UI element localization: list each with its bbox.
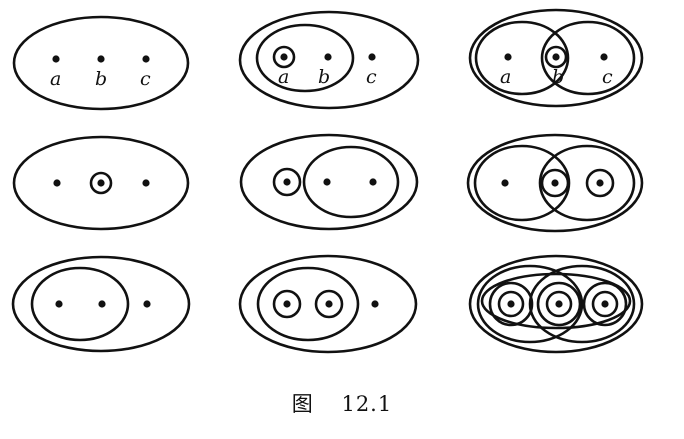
outer-ellipse	[466, 133, 644, 233]
left-ellipse	[476, 264, 584, 344]
point-b	[555, 300, 563, 308]
panel-4	[12, 135, 190, 231]
point-a	[507, 300, 515, 308]
point-b	[324, 53, 332, 61]
point-c	[143, 300, 151, 308]
inner-ellipse	[255, 23, 355, 93]
panel-8	[238, 254, 418, 354]
label-a: a	[500, 66, 511, 88]
small-circle	[272, 167, 302, 197]
point-c	[142, 55, 150, 63]
point-a	[53, 179, 61, 187]
panel-9	[468, 254, 644, 354]
inner-ellipse	[30, 266, 130, 342]
point-c	[600, 53, 608, 61]
mid-circle-a	[488, 281, 534, 327]
outer-ellipse	[468, 254, 644, 354]
point-a	[283, 300, 291, 308]
panel-5	[239, 133, 419, 231]
point-b	[551, 179, 559, 187]
point-c	[369, 178, 377, 186]
small-circle-b	[540, 168, 570, 198]
small-circle-b	[314, 289, 344, 319]
point-c	[596, 179, 604, 187]
label-b: b	[318, 66, 330, 88]
caption-prefix: 图	[291, 392, 314, 416]
point-b	[325, 300, 333, 308]
point-b	[323, 178, 331, 186]
point-a	[55, 300, 63, 308]
panel-6	[466, 133, 644, 233]
point-a	[280, 53, 288, 61]
label-c: c	[366, 66, 377, 88]
outer-ellipse	[238, 254, 418, 354]
point-a	[52, 55, 60, 63]
point-c	[371, 300, 379, 308]
point-c	[601, 300, 609, 308]
right-ellipse	[538, 144, 636, 222]
outer-ellipse	[11, 255, 191, 353]
right-ellipse	[540, 20, 636, 96]
label-c: c	[140, 68, 151, 90]
small-circle-b	[545, 290, 573, 318]
small-circle-a	[272, 289, 302, 319]
outer-ellipse	[12, 135, 190, 231]
mid-circle-c	[582, 281, 628, 327]
inner-ellipse	[256, 266, 360, 342]
panel-2: a b c	[238, 10, 420, 110]
outer-ellipse	[238, 10, 420, 110]
outer-ellipse	[239, 133, 419, 231]
point-b	[552, 53, 560, 61]
panel-3: a b c	[468, 8, 644, 108]
small-circle	[272, 45, 296, 69]
point-b	[98, 300, 106, 308]
point-a	[504, 53, 512, 61]
mid-circle-b	[536, 281, 582, 327]
small-circle	[89, 171, 113, 195]
outer-ellipse	[12, 15, 190, 111]
point-a	[501, 179, 509, 187]
figure-caption: 图 12.1	[0, 388, 684, 418]
point-c	[142, 179, 150, 187]
label-b: b	[552, 66, 564, 88]
label-a: a	[50, 68, 61, 90]
left-ellipse	[474, 20, 570, 96]
point-b	[97, 179, 105, 187]
panel-1: a b c	[12, 15, 190, 111]
label-a: a	[278, 66, 289, 88]
label-c: c	[602, 66, 613, 88]
right-ellipse	[528, 264, 636, 344]
point-a	[283, 178, 291, 186]
caption-number: 12.1	[341, 392, 393, 416]
panel-7	[11, 255, 191, 353]
point-b	[97, 55, 105, 63]
outer-ellipse	[468, 8, 644, 108]
middle-ellipse	[480, 272, 632, 330]
point-c	[368, 53, 376, 61]
small-circle-a	[497, 290, 525, 318]
small-circle-c	[591, 290, 619, 318]
small-circle-c	[585, 168, 615, 198]
inner-ellipse	[302, 145, 400, 219]
small-circle	[544, 45, 568, 69]
label-b: b	[95, 68, 107, 90]
